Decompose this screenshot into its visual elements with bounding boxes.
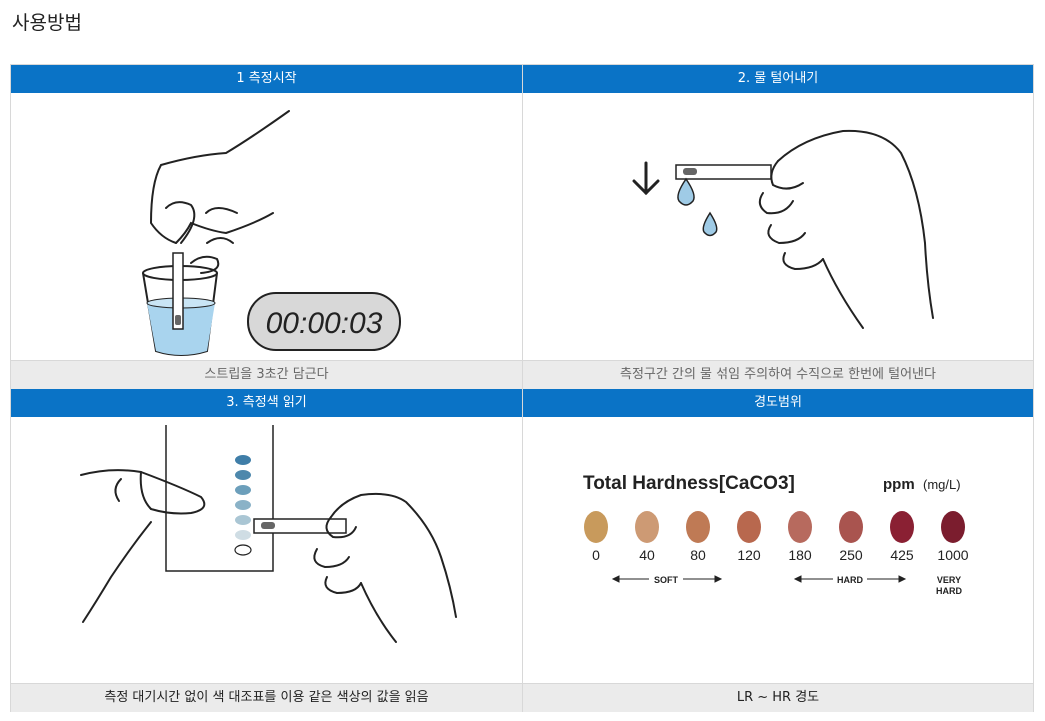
step-2-caption: 측정구간 간의 물 섞임 주의하여 수직으로 한번에 털어낸다: [523, 360, 1033, 389]
hardness-value-label: 180: [788, 547, 812, 563]
hardness-title: Total Hardness[CaCO3]: [583, 473, 795, 494]
hardness-value-label: 80: [690, 547, 706, 563]
soft-range-arrow: [611, 575, 723, 583]
step-1-cell: 1 측정시작: [11, 65, 522, 389]
step-2-cell: 2. 물 털어내기: [523, 65, 1033, 389]
hardness-value-label: 120: [737, 547, 761, 563]
step-3-caption: 측정 대기시간 없이 색 대조표를 이용 같은 색상의 값을 읽음: [11, 683, 522, 712]
hardness-swatch: [635, 511, 659, 543]
hardness-range-header: 경도범위: [523, 389, 1033, 417]
test-strip-icon: [253, 518, 347, 534]
hardness-value-label: 40: [639, 547, 655, 563]
very-hard-label-1: VERY: [937, 575, 961, 585]
hardness-swatch: [839, 511, 863, 543]
hardness-swatch: [737, 511, 761, 543]
hardness-swatch: [788, 511, 812, 543]
step-3-cell: 3. 측정색 읽기: [11, 389, 522, 712]
step-2-header: 2. 물 털어내기: [523, 65, 1033, 93]
hardness-range-cell: 경도범위 Total Hardness[CaCO3] ppm (mg/L) 0 4…: [523, 389, 1033, 712]
hardness-chart: Total Hardness[CaCO3] ppm (mg/L) 0 40 80 12…: [523, 417, 1033, 687]
hardness-swatch: [584, 511, 608, 543]
hardness-value-label: 1000: [937, 547, 968, 563]
hand-icon: [149, 110, 290, 274]
hard-range-arrow: [793, 575, 907, 583]
usage-guide-table: 1 측정시작: [10, 64, 1034, 712]
step-1-illustration: 00:00:03: [11, 93, 522, 364]
timer-value: 00:00:03: [266, 307, 383, 340]
left-hand-icon: [80, 469, 206, 623]
step-2-illustration: [523, 93, 1033, 364]
hardness-swatch: [686, 511, 710, 543]
soft-label: SOFT: [654, 575, 679, 585]
step-1-caption: 스트립을 3초간 담근다: [11, 360, 522, 389]
column-divider: [522, 65, 523, 711]
color-chart-card: [165, 425, 274, 572]
right-hand-icon: [313, 492, 457, 643]
hard-label: HARD: [837, 575, 863, 585]
water-drop-icon: [677, 177, 718, 237]
test-strip-icon: [172, 252, 184, 330]
very-hard-label-2: HARD: [936, 586, 962, 596]
step-1-header: 1 측정시작: [11, 65, 522, 93]
hardness-swatch: [941, 511, 965, 543]
timer-display: 00:00:03: [247, 292, 401, 351]
test-strip-icon: [675, 164, 772, 180]
hardness-range-caption: LR ~ HR 경도: [523, 683, 1033, 712]
hardness-value-label: 250: [839, 547, 863, 563]
arrow-down-icon: [632, 161, 660, 196]
hardness-unit-main: ppm: [883, 476, 915, 493]
step-3-header: 3. 측정색 읽기: [11, 389, 522, 417]
page-title: 사용방법: [12, 12, 82, 34]
hardness-value-label: 0: [592, 547, 600, 563]
hand-icon: [758, 129, 934, 329]
step-3-illustration: [11, 417, 522, 687]
hardness-swatch: [890, 511, 914, 543]
hardness-unit-sub: (mg/L): [923, 477, 961, 492]
hardness-value-label: 425: [890, 547, 914, 563]
